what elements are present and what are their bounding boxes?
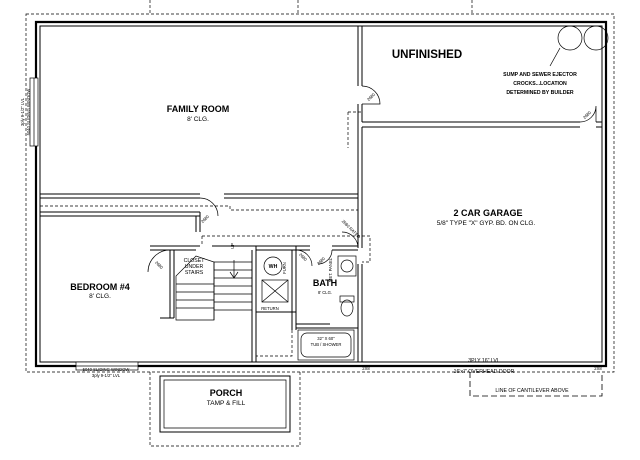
sump-note-1: SUMP AND SEWER EJECTOR <box>503 72 577 78</box>
bedroom-label: BEDROOM #4 <box>70 282 130 292</box>
stairs <box>175 255 252 321</box>
porch-label: PORCH <box>210 388 243 398</box>
window-left-note: 5040 SLIDING WINDOW <box>26 89 31 136</box>
return-label: RETURN <box>261 306 278 311</box>
wh-label: WH <box>269 264 278 270</box>
closet-label-3: STAIRS <box>185 270 204 276</box>
sump-note-2: CROCKS...LOCATION <box>513 81 567 87</box>
overhead-door-note: 16'x7' OVERHEAD DOOR <box>454 369 515 375</box>
porch <box>159 375 291 433</box>
tub-size: 32" X 60" <box>317 336 335 341</box>
door-mech-label: 2680 <box>298 252 309 263</box>
door-bedroom-label: 2680 <box>200 213 211 224</box>
header-left-label: 2X8 <box>362 366 370 371</box>
closet-label-2: UNDER <box>185 264 204 270</box>
furn-label: FURN <box>282 262 287 274</box>
porch-note: TAMP & FILL <box>207 400 246 407</box>
sump-note-3: DETERMINED BY BUILDER <box>506 90 574 96</box>
bath-fixtures <box>297 255 357 361</box>
cantilever-note: LINE OF CANTILEVER ABOVE <box>495 388 569 394</box>
windows <box>29 77 139 371</box>
door-unfinished-label: 2680 <box>582 109 593 120</box>
door-swings <box>147 85 597 273</box>
family-room-label: FAMILY ROOM <box>167 104 230 114</box>
bath-label: BATH <box>313 278 337 288</box>
garage-note: 5/8" TYPE "X" GYP. BD. ON CLG. <box>437 220 536 227</box>
sump-crocks <box>549 25 609 67</box>
window-left-lvl: 3ply 9-1/2" LVL <box>20 97 25 126</box>
door-bath-label: 2680 <box>316 255 327 266</box>
door-family-label: 2680 <box>366 91 377 102</box>
footing-outline <box>25 0 615 447</box>
ceiling-dashed-lines <box>40 111 371 357</box>
garage-door <box>364 361 604 397</box>
unfinished-label: UNFINISHED <box>392 49 462 61</box>
closet-label-1: CLOSET <box>184 258 206 264</box>
bedroom-ceiling: 8' CLG. <box>89 293 111 300</box>
panel-label: MET. PANEL <box>328 257 333 282</box>
mechanical-equipment <box>261 256 289 303</box>
stair-up-label: UP <box>230 243 235 249</box>
window-bottom-note: 5040 SLIDING WINDOW <box>83 367 130 372</box>
garage-label: 2 CAR GARAGE <box>453 208 522 218</box>
door-bedroom2-label: 2680 <box>154 260 165 271</box>
family-room-ceiling: 8' CLG. <box>187 116 209 123</box>
exterior-walls <box>34 20 608 368</box>
bath-ceiling: 8' CLG. <box>318 290 332 295</box>
header-right-label: 2X8 <box>594 366 602 371</box>
interior-walls <box>40 26 602 362</box>
lvl-beam-note: 3PLY 16" LVL <box>468 358 500 364</box>
tub-label: TUB / SHOWER <box>311 342 342 347</box>
window-bottom-lvl: 3ply 9-1/2" LVL <box>92 373 121 378</box>
